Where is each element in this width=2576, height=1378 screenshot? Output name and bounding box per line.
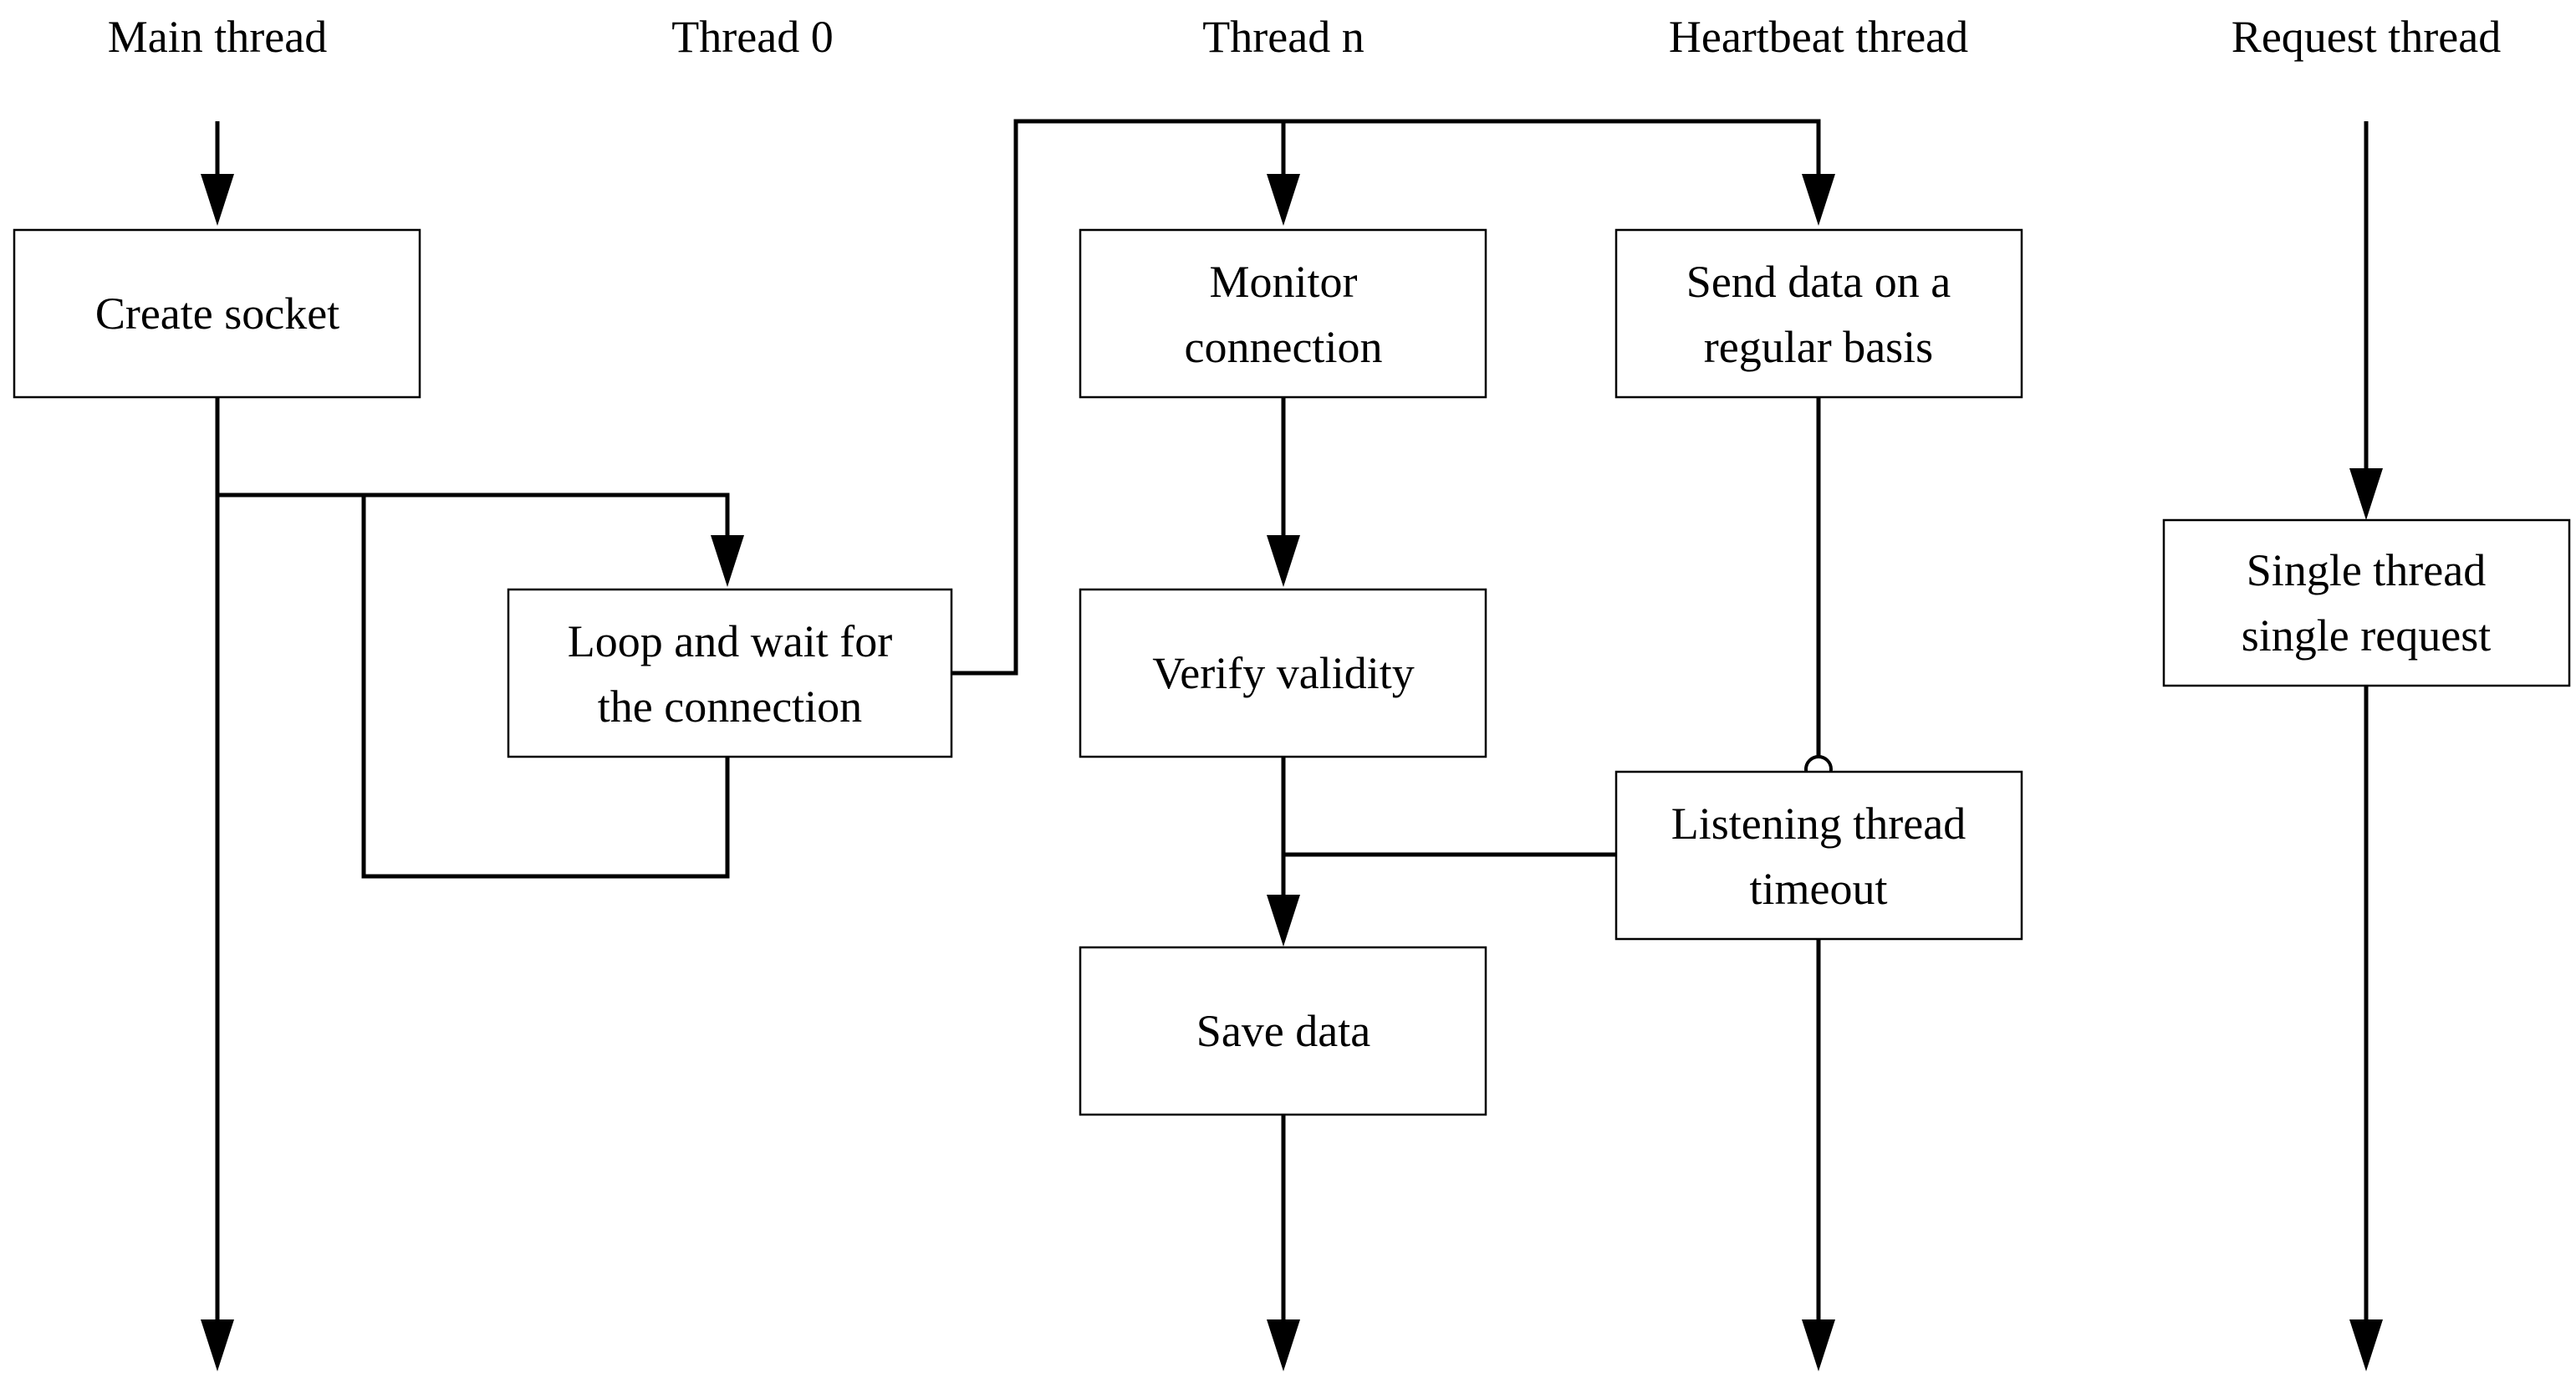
lane-title-request-thread: Request thread (2232, 12, 2501, 62)
box-create-socket: Create socket (13, 228, 421, 399)
box-monitor-line-2: connection (1185, 322, 1383, 372)
box-listening-timeout: Listening thread timeout (1614, 770, 2023, 941)
box-save-line-1: Save data (1196, 1006, 1370, 1056)
box-send-data-line-1: Send data on a (1686, 257, 1951, 307)
box-single-request: Single thread single request (2162, 518, 2571, 687)
box-monitor-connection: Monitor connection (1079, 228, 1487, 399)
box-listening-line-1: Listening thread (1671, 799, 1966, 849)
box-send-data-line-2: regular basis (1704, 322, 1933, 372)
lane-title-thread-n: Thread n (1202, 12, 1364, 62)
arrowhead-loop-box (711, 535, 744, 587)
box-create-socket-line-1: Create socket (95, 288, 339, 339)
connectors (215, 119, 2369, 1330)
box-verify-validity: Verify validity (1079, 588, 1487, 758)
box-monitor-line-1: Monitor (1209, 257, 1357, 307)
lane-title-main-thread: Main thread (108, 12, 327, 62)
lane-title-heartbeat-thread: Heartbeat thread (1669, 12, 1968, 62)
box-loop-wait-line-2: the connection (598, 681, 862, 732)
box-single-line-1: Single thread (2247, 545, 2486, 595)
box-verify-line-1: Verify validity (1152, 648, 1414, 698)
arrowhead-main-entry (201, 174, 234, 226)
arrowheads (201, 174, 2383, 1371)
lane-title-thread-0: Thread 0 (671, 12, 833, 62)
arrowhead-heartbeat-exit (1802, 1319, 1835, 1371)
box-listening-line-2: timeout (1750, 864, 1888, 914)
arrowhead-thread-n-exit (1267, 1319, 1300, 1371)
arrowhead-request-exit (2349, 1319, 2383, 1371)
arrowhead-monitor-box (1267, 174, 1300, 226)
arrowhead-single-request-box (2349, 468, 2383, 520)
box-save-data: Save data (1079, 946, 1487, 1116)
socket-to-loop-line (217, 493, 730, 548)
arrowhead-save-box (1267, 895, 1300, 947)
arrowhead-main-exit (201, 1319, 234, 1371)
arrowhead-send-data-box (1802, 174, 1835, 226)
box-loop-wait-line-1: Loop and wait for (568, 616, 892, 666)
box-loop-wait: Loop and wait for the connection (507, 588, 953, 758)
box-send-data: Send data on a regular basis (1614, 228, 2023, 399)
box-single-line-2: single request (2242, 610, 2491, 661)
arrowhead-verify-box (1267, 535, 1300, 587)
loop-to-threads-bus-line (951, 119, 1821, 676)
loop-back-line (361, 495, 730, 879)
